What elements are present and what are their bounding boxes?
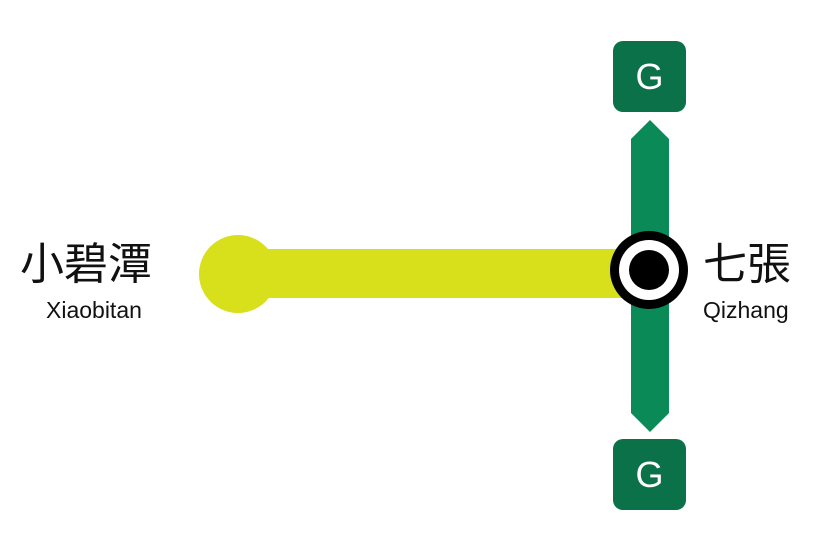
qizhang-station-core [629, 250, 669, 290]
xiaobitan-name-zh: 小碧潭 [20, 239, 152, 290]
xiaobitan-terminus-dot[interactable] [199, 235, 277, 313]
green-line-badge-bottom[interactable] [613, 439, 686, 510]
qizhang-name-en: Qizhang [703, 297, 789, 323]
qizhang-name-zh: 七張 [703, 239, 791, 290]
green-line-badge-top[interactable] [613, 41, 686, 112]
green-line-badge-bottom-label: G [635, 454, 663, 495]
branch-line-track [238, 249, 648, 298]
xiaobitan-name-en: Xiaobitan [46, 297, 142, 323]
green-line-badge-top-label: G [635, 56, 663, 97]
